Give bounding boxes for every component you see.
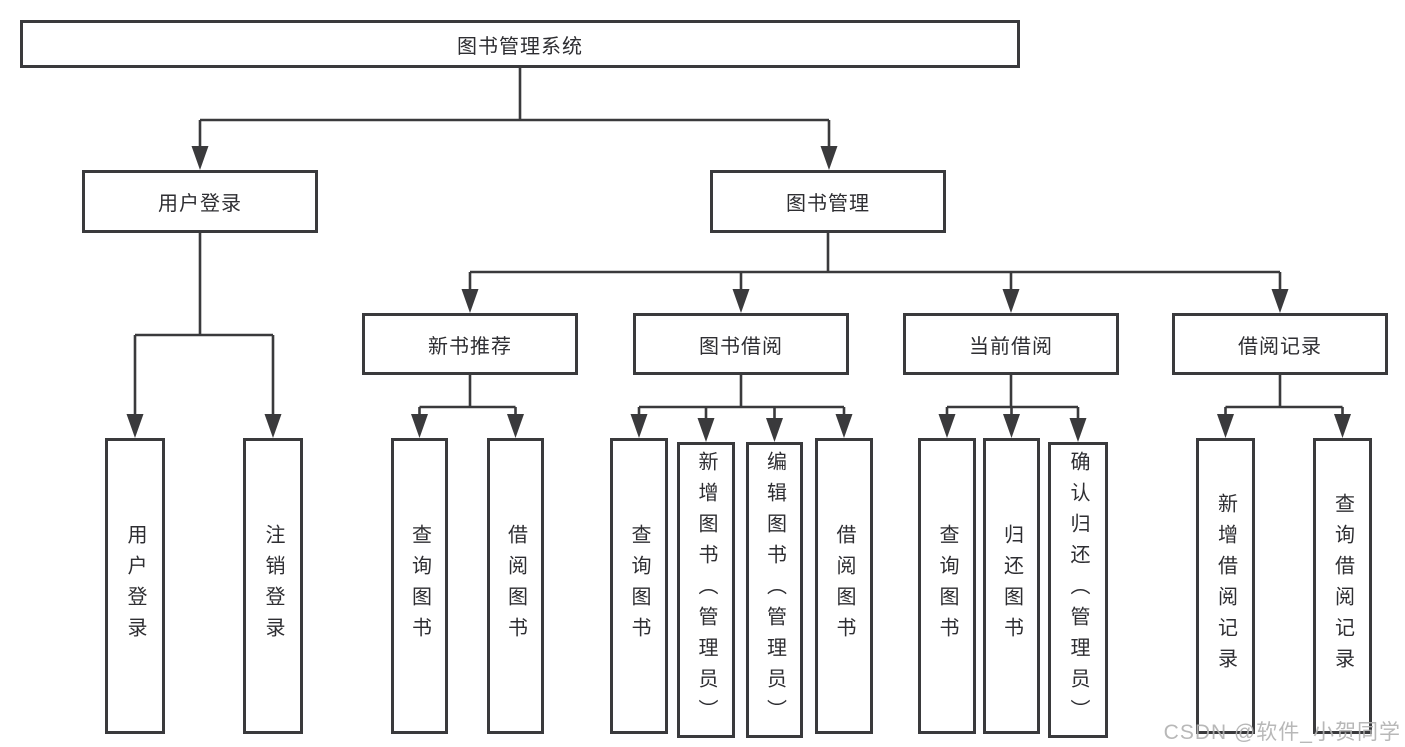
leaf-borrow-books-borrowing: 借阅图书 — [815, 438, 873, 734]
arrowhead-icon — [264, 414, 282, 438]
node-borrowing-records: 借阅记录 — [1172, 313, 1388, 375]
node-book-borrowing: 图书借阅 — [633, 313, 849, 375]
connector-lines — [133, 68, 1344, 424]
arrowhead-icon — [766, 418, 783, 442]
arrowhead-icon — [461, 289, 479, 313]
node-user-login-label: 用户登录 — [158, 193, 242, 215]
node-borrowing-records-label: 借阅记录 — [1238, 335, 1322, 358]
leaf-user-login: 用户登录 — [105, 438, 165, 734]
leaf-borrow-books-recommend: 借阅图书 — [487, 438, 544, 734]
arrowhead-icon — [1271, 289, 1289, 313]
leaf-edit-books-admin: 编辑图书（管理员） — [746, 442, 803, 738]
node-book-management-label: 图书管理 — [786, 193, 870, 215]
node-new-book-recommend-label: 新书推荐 — [428, 335, 512, 358]
leaf-add-books-admin: 新增图书（管理员） — [677, 442, 735, 738]
arrowhead-icon — [126, 414, 144, 438]
node-current-borrowing: 当前借阅 — [903, 313, 1119, 375]
leaf-query-books-current: 查询图书 — [918, 438, 976, 734]
arrowhead-icon — [697, 418, 715, 442]
arrowhead-icon — [1069, 418, 1087, 442]
arrowhead-icon — [835, 414, 853, 438]
arrowhead-icon — [411, 414, 428, 438]
node-root: 图书管理系统 — [20, 20, 1020, 68]
leaf-add-borrow-record: 新增借阅记录 — [1196, 438, 1255, 734]
node-root-label: 图书管理系统 — [457, 35, 583, 58]
leaf-logout: 注销登录 — [243, 438, 303, 734]
leaf-query-borrow-record: 查询借阅记录 — [1313, 438, 1372, 734]
arrowhead-icon — [1217, 414, 1234, 438]
arrowhead-icon — [191, 146, 209, 170]
node-user-login: 用户登录 — [82, 170, 318, 233]
leaf-query-books-borrowing: 查询图书 — [610, 438, 668, 734]
arrowhead-icon — [938, 414, 956, 438]
node-new-book-recommend: 新书推荐 — [362, 313, 578, 375]
csdn-watermark: CSDN @软件_小贺同学 — [1163, 721, 1401, 744]
node-book-borrowing-label: 图书借阅 — [699, 335, 783, 358]
arrowhead-icon — [507, 414, 524, 438]
arrowhead-icon — [1002, 289, 1020, 313]
leaf-confirm-return-admin: 确认归还（管理员） — [1048, 442, 1108, 738]
arrowhead-icon — [630, 414, 648, 438]
leaf-query-books-recommend: 查询图书 — [391, 438, 448, 734]
arrowhead-icon — [1003, 414, 1020, 438]
leaf-return-books: 归还图书 — [983, 438, 1040, 734]
arrowhead-icon — [1334, 414, 1351, 438]
arrowhead-icon — [732, 289, 750, 313]
node-book-management: 图书管理 — [710, 170, 946, 233]
arrowheads-layer — [126, 146, 1351, 442]
node-current-borrowing-label: 当前借阅 — [969, 335, 1053, 358]
arrowhead-icon — [820, 146, 838, 170]
